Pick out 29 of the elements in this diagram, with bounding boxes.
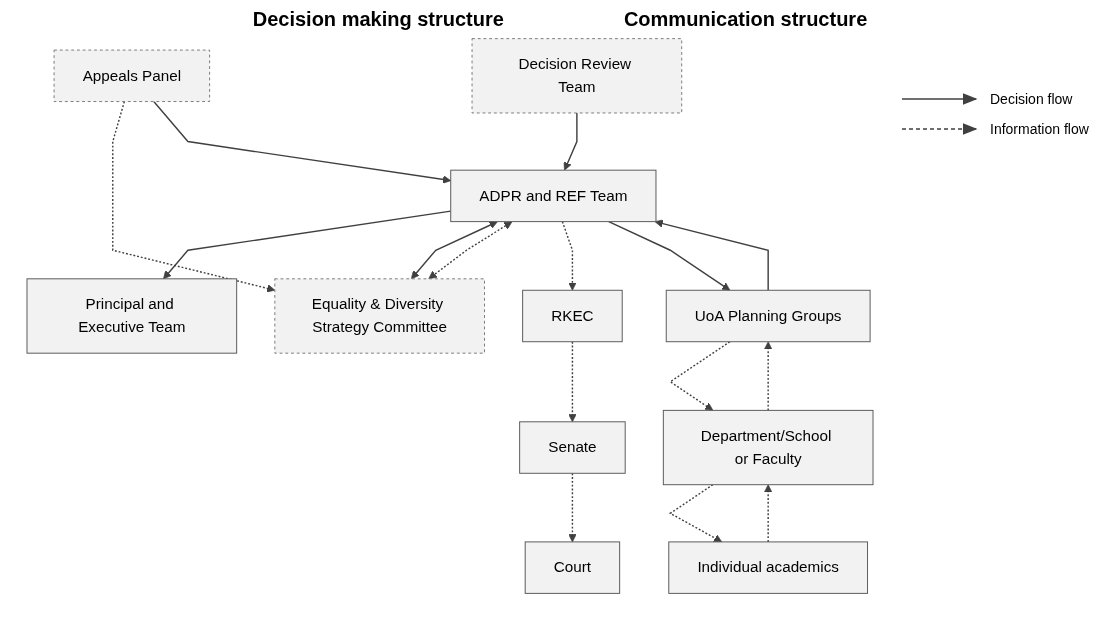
node-box: Individual academics xyxy=(668,541,869,594)
arrow xyxy=(654,219,769,291)
arrow xyxy=(561,220,577,291)
node-box: Principal and Executive Team xyxy=(26,278,238,354)
node-box: Decision Review Team xyxy=(471,38,683,114)
arrow xyxy=(563,112,578,171)
section-heading: Communication structure xyxy=(623,8,868,31)
node-box: Department/School or Faculty xyxy=(662,409,874,486)
node-box: Appeals Panel xyxy=(53,49,211,102)
arrow xyxy=(112,100,276,293)
legend-label: Decision flow xyxy=(990,91,1073,107)
arrow xyxy=(763,341,773,412)
node-box: ADPR and REF Team xyxy=(450,169,657,223)
arrow xyxy=(163,210,452,280)
legend-label: Information flow xyxy=(990,121,1089,137)
arrow xyxy=(568,472,577,543)
arrow xyxy=(428,221,513,280)
node-box: Equality & Diversity Strategy Committee xyxy=(274,278,485,354)
node-box: Senate xyxy=(519,421,626,474)
arrow xyxy=(153,100,452,184)
node-box: Court xyxy=(524,541,621,594)
arrow xyxy=(668,484,723,543)
arrow xyxy=(669,341,731,411)
arrow xyxy=(608,220,731,291)
section-heading: Decision making structure xyxy=(252,8,504,31)
arrow xyxy=(568,341,577,423)
node-box: UoA Planning Groups xyxy=(665,289,871,343)
arrow xyxy=(411,221,498,280)
node-box: RKEC xyxy=(522,289,623,343)
